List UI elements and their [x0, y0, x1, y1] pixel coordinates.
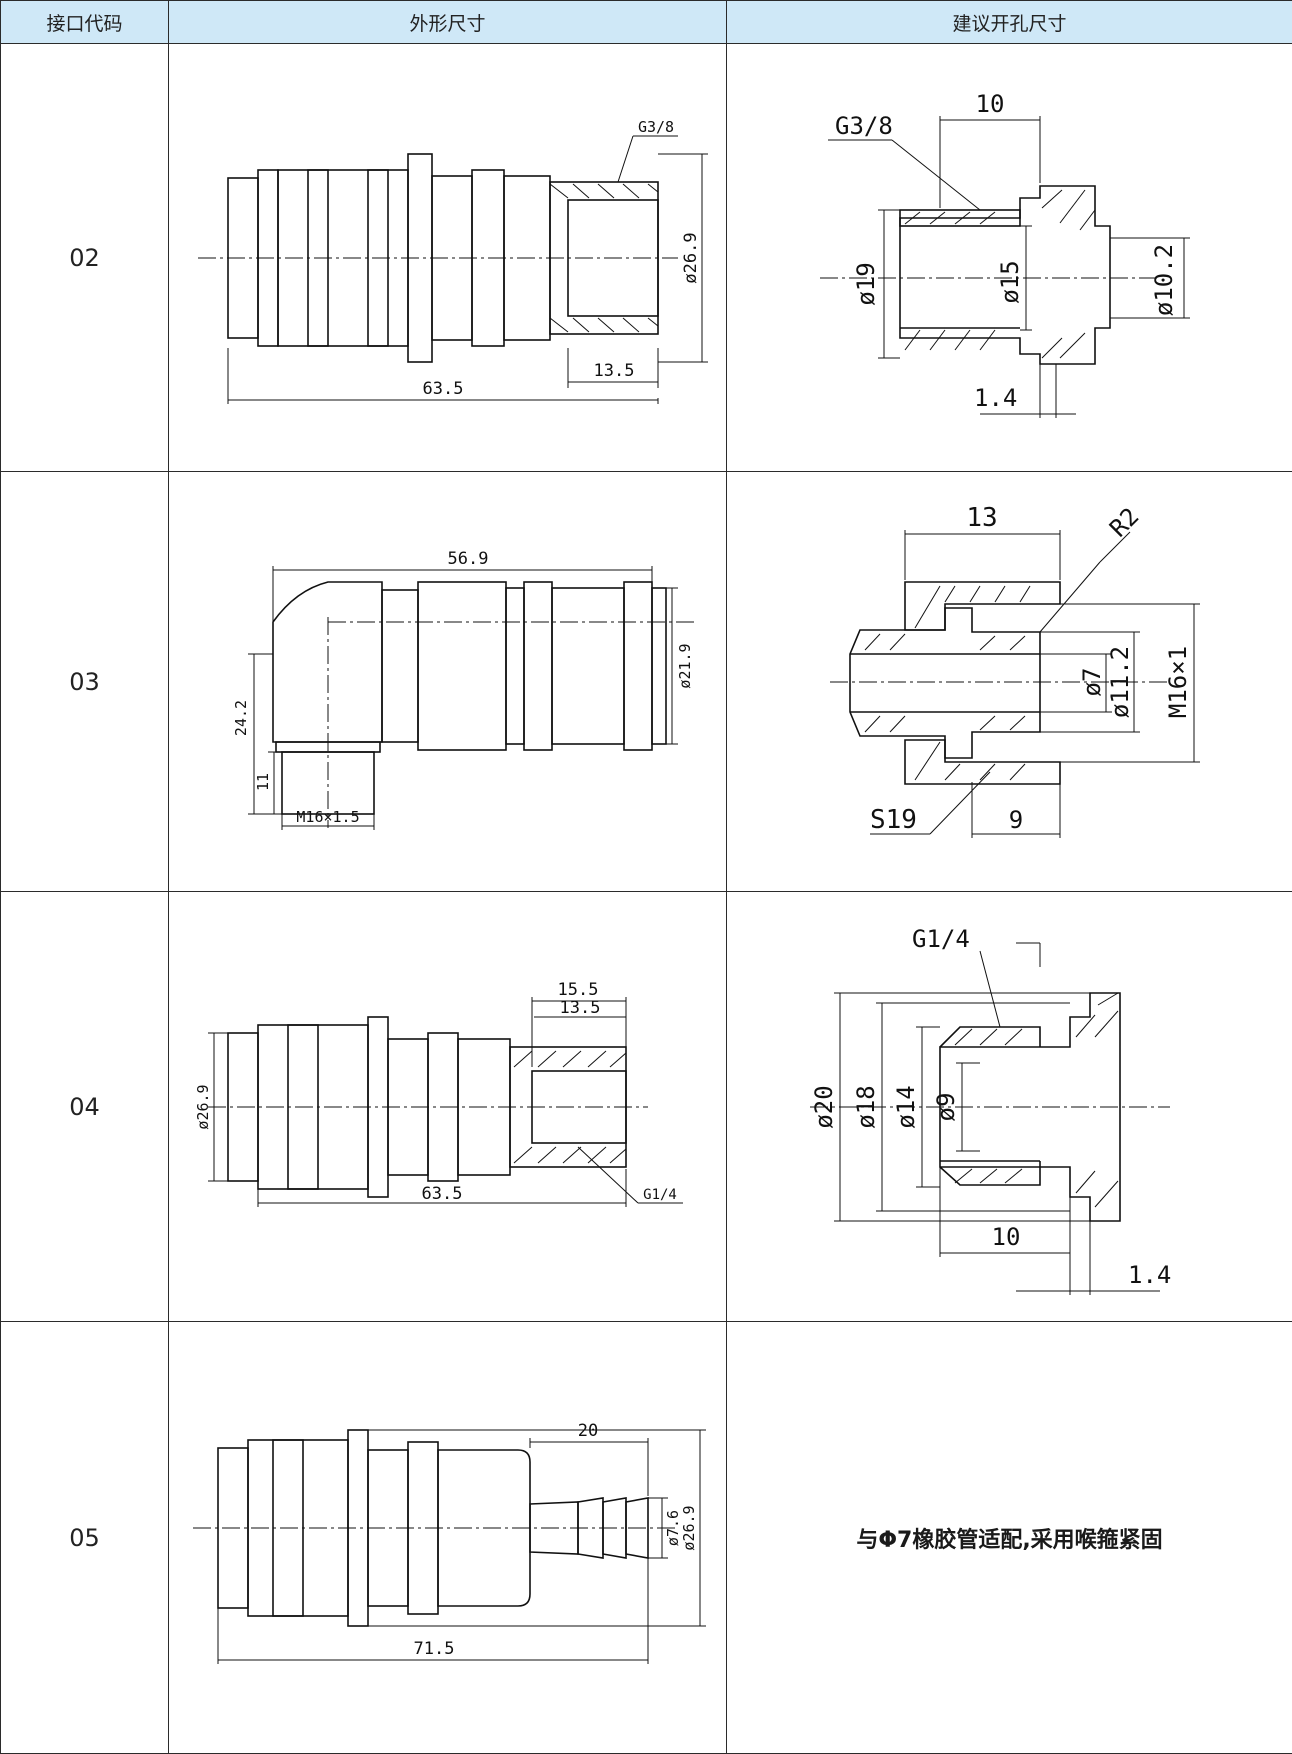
- dim-diameter: ø26.9: [194, 1084, 212, 1129]
- dim-length: 63.5: [421, 1184, 462, 1204]
- opening-note: 与Φ7橡胶管适配,采用喉箍紧固: [727, 1322, 1292, 1754]
- dim-depth: 10: [991, 1223, 1020, 1251]
- table-header-row: 接口代码 外形尺寸 建议开孔尺寸: [1, 1, 1292, 44]
- table-row: 04: [1, 892, 1292, 1322]
- dim-length-a: 15.5: [557, 980, 598, 1000]
- opening-drawing-04: G1/4 ø20 ø18 ø14 ø9 10 1.4: [727, 892, 1292, 1322]
- dim-diameter-18: ø18: [852, 1085, 880, 1128]
- interface-code: 04: [1, 892, 169, 1322]
- dim-thread: G3/8: [835, 112, 893, 140]
- dim-depth: 10: [975, 90, 1004, 118]
- opening-drawing-02-svg: G3/8 10 ø19 ø15 ø10.2 1.4: [740, 58, 1280, 458]
- dim-length: 71.5: [413, 1639, 454, 1659]
- dim-barb-length: 20: [577, 1421, 597, 1441]
- dim-thread-length: 13.5: [593, 361, 634, 381]
- dim-mid-diameter: ø15: [996, 260, 1024, 303]
- outline-drawing-03-svg: 56.9 ø21.9 24.2 11 M16×1.5: [178, 482, 718, 882]
- dim-length-b: 13.5: [559, 998, 600, 1018]
- table-row: 03: [1, 472, 1292, 892]
- dim-inner-diameter: ø10.2: [1150, 243, 1178, 315]
- dim-diameter: ø21.9: [676, 643, 694, 688]
- header-outline: 外形尺寸: [169, 1, 727, 44]
- dim-thread: M16×1.5: [296, 808, 359, 826]
- header-code: 接口代码: [1, 1, 169, 44]
- dim-length: 56.9: [447, 549, 488, 569]
- dim-step: 1.4: [974, 384, 1017, 412]
- table-row: 02: [1, 44, 1292, 472]
- dim-diameter-9: ø9: [932, 1092, 960, 1121]
- dim-radius: R2: [1104, 502, 1144, 542]
- outline-drawing-02-svg: G3/8 ø26.9 13.5 63.5: [178, 58, 718, 458]
- dim-thread: G1/4: [643, 1187, 677, 1203]
- interface-code: 05: [1, 1322, 169, 1754]
- outline-drawing-04-svg: 15.5 13.5 ø26.9 63.5 G1/4: [178, 907, 718, 1307]
- outline-drawing-03: 56.9 ø21.9 24.2 11 M16×1.5: [169, 472, 727, 892]
- dim-depth-2: 9: [1008, 806, 1022, 834]
- dim-diameter-20: ø20: [810, 1085, 838, 1128]
- dim-step: 1.4: [1128, 1261, 1171, 1289]
- opening-drawing-03: 13 R2 ø7 ø11.2 M16×1 S19 9: [727, 472, 1292, 892]
- dim-diameter-14: ø14: [892, 1085, 920, 1128]
- dim-thread: M16×1: [1164, 645, 1192, 717]
- dim-thread: G3/8: [637, 118, 673, 136]
- dim-hex: S19: [870, 805, 917, 835]
- interface-code: 02: [1, 44, 169, 472]
- dim-mid-diameter: ø11.2: [1106, 645, 1134, 717]
- outline-drawing-05-svg: 20 ø7.6 ø26.9 71.5: [178, 1338, 718, 1738]
- dim-outer-diameter: ø19: [852, 262, 880, 305]
- dim-thread-length: 11: [254, 772, 272, 790]
- header-opening: 建议开孔尺寸: [727, 1, 1292, 44]
- dim-thread: G1/4: [912, 925, 970, 953]
- dim-length: 63.5: [422, 379, 463, 399]
- dim-small-diameter: ø7: [1078, 667, 1106, 696]
- outline-drawing-02: G3/8 ø26.9 13.5 63.5: [169, 44, 727, 472]
- opening-drawing-03-svg: 13 R2 ø7 ø11.2 M16×1 S19 9: [740, 482, 1280, 882]
- table-row: 05: [1, 1322, 1292, 1754]
- dim-height: 24.2: [232, 699, 250, 735]
- dim-diameter: ø26.9: [680, 1505, 698, 1550]
- outline-drawing-04: 15.5 13.5 ø26.9 63.5 G1/4: [169, 892, 727, 1322]
- dim-diameter: ø26.9: [681, 232, 701, 283]
- dim-depth: 13: [966, 503, 997, 533]
- outline-drawing-05: 20 ø7.6 ø26.9 71.5: [169, 1322, 727, 1754]
- opening-drawing-04-svg: G1/4 ø20 ø18 ø14 ø9 10 1.4: [740, 907, 1280, 1307]
- opening-drawing-02: G3/8 10 ø19 ø15 ø10.2 1.4: [727, 44, 1292, 472]
- interface-code: 03: [1, 472, 169, 892]
